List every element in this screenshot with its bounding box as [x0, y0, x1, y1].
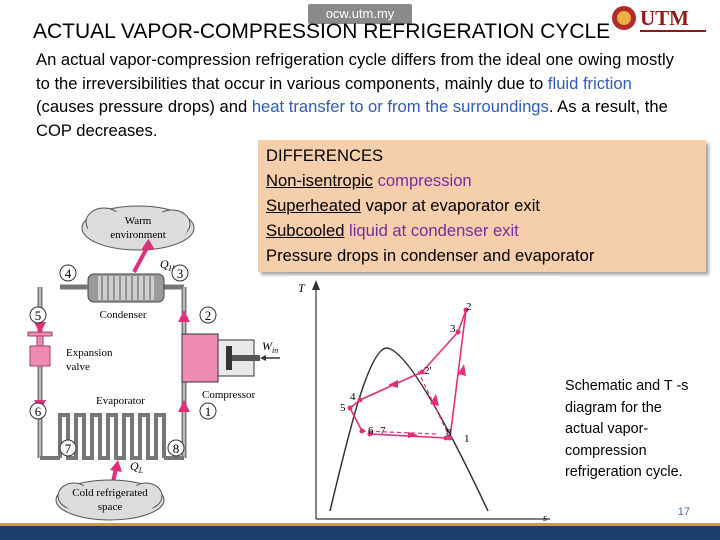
difference-1-key: Non-isentropic	[266, 171, 373, 190]
difference-item-1: Non-isentropic compression	[266, 169, 472, 193]
svg-text:5: 5	[340, 402, 346, 414]
figure-caption: Schematic and T -s diagram for the actua…	[565, 378, 689, 481]
difference-3-rest: liquid at condenser exit	[344, 221, 519, 240]
svg-text:8: 8	[446, 427, 452, 439]
difference-item-2: Superheated vapor at evaporator exit	[266, 194, 540, 218]
ts-diagram: T s	[288, 276, 560, 526]
svg-text:8: 8	[173, 441, 180, 456]
cold-label-2: space	[98, 501, 123, 513]
win-label: Win	[262, 339, 278, 355]
svg-text:1: 1	[205, 404, 212, 419]
fluid-friction-term: fluid friction	[547, 73, 632, 93]
difference-item-3: Subcooled liquid at condenser exit	[266, 219, 519, 243]
compressor: Compressor Win	[181, 333, 280, 401]
svg-text:4: 4	[65, 266, 72, 281]
cold-space-cloud: Cold refrigerated space	[55, 479, 165, 521]
utm-logo: UTM	[612, 6, 706, 32]
svg-text:1: 1	[464, 433, 470, 445]
s-axis-label: s	[543, 513, 547, 524]
svg-text:3: 3	[177, 266, 184, 281]
difference-1-rest: compression	[372, 171, 472, 190]
difference-2-rest: vapor at evaporator exit	[361, 196, 540, 215]
condenser-label: Condenser	[99, 309, 146, 321]
svg-text:4: 4	[350, 391, 356, 403]
ts-point-labels: 2 3 2' 4 5 6 7 8 1	[340, 301, 472, 445]
intro-paragraph: An actual vapor-compression refrigeratio…	[36, 48, 676, 142]
bottom-bar	[0, 526, 720, 540]
site-tag[interactable]: ocw.utm.my	[308, 4, 412, 24]
svg-text:5: 5	[35, 308, 42, 323]
t-axis-label: T	[298, 281, 306, 295]
svg-text:2: 2	[205, 308, 212, 323]
differences-box: DIFFERENCES Non-isentropic compression S…	[258, 140, 706, 272]
svg-text:7: 7	[380, 425, 386, 437]
svg-text:7: 7	[65, 441, 72, 456]
intro-part2: (causes pressure drops) and	[36, 97, 252, 116]
svg-text:6: 6	[35, 404, 42, 419]
difference-3-key: Subcooled	[266, 221, 345, 240]
heat-transfer-term: heat transfer to or from the surrounding…	[251, 97, 549, 116]
evaporator-label: Evaporator	[96, 395, 145, 407]
expansion-label-2: valve	[66, 361, 90, 373]
svg-text:2: 2	[466, 301, 472, 313]
logo-text: UTM	[640, 6, 689, 30]
intro-part1: An actual vapor-compression refrigeratio…	[36, 50, 674, 93]
ql-label: QL	[130, 459, 144, 475]
page-number: 17	[677, 506, 690, 518]
difference-2-key: Superheated	[266, 196, 362, 215]
svg-text:3: 3	[450, 323, 456, 335]
evaporator: Evaporator	[40, 395, 184, 460]
warm-env-label-2: environment	[110, 229, 166, 241]
slide-title: ACTUAL VAPOR-COMPRESSION REFRIGERATION C…	[33, 20, 611, 43]
difference-item-4: Pressure drops in condenser and evaporat…	[266, 246, 595, 265]
differences-heading: DIFFERENCES	[266, 146, 384, 165]
warm-environment-cloud: Warm environment	[81, 205, 195, 251]
bottom-accent-bar	[0, 523, 720, 526]
svg-text:6: 6	[368, 425, 374, 437]
warm-env-label-1: Warm	[125, 215, 152, 227]
compressor-label: Compressor	[202, 389, 256, 401]
expansion-label-1: Expansion	[66, 347, 113, 359]
state-numbers: 4 3 5 2 6 1 7 8	[29, 264, 217, 457]
cold-label-1: Cold refrigerated	[72, 487, 148, 499]
cycle-path	[349, 309, 467, 439]
svg-text:2': 2'	[424, 365, 432, 377]
cycle-schematic: Warm environment Co	[27, 205, 280, 521]
intro-part3: . As a result, the COP decreases.	[36, 97, 668, 140]
condenser: Condenser	[60, 273, 165, 321]
